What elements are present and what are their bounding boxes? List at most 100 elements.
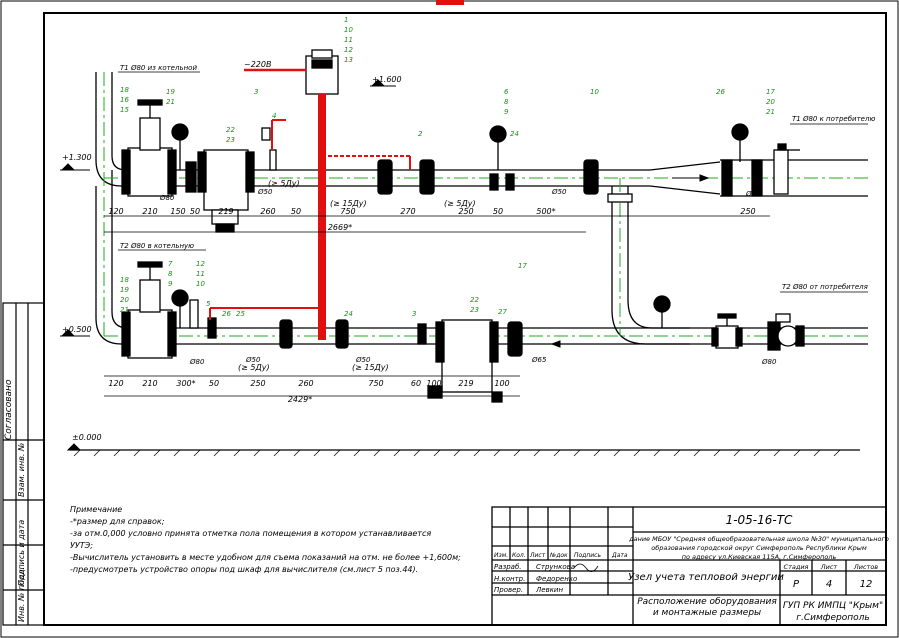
- dim-top-1: 120: [108, 207, 123, 216]
- callout-bottom-5: 7: [168, 260, 173, 268]
- callout-bottom-11: 5: [206, 300, 211, 308]
- callout-bottom-18: 23: [470, 306, 479, 314]
- note-bottom-2: (≥ 15Ду): [352, 363, 389, 372]
- stamp-code: 1-05-16-ТС: [726, 513, 793, 527]
- stamp-head-2: Кол.: [512, 552, 526, 559]
- callout-bottom-17: 22: [470, 296, 479, 304]
- dim-bottom-9: 100: [426, 379, 441, 388]
- callout-top-13: 3: [254, 88, 258, 96]
- dim-top-9: 270: [400, 207, 415, 216]
- callout-bottom-8: 12: [196, 260, 205, 268]
- dn-label-1: Ø80: [159, 194, 175, 202]
- callout-bottom-1: 18: [120, 276, 129, 284]
- stamp-role-3: Провер.: [494, 586, 523, 594]
- dim-top-12: 500*: [536, 207, 555, 216]
- elevation-lower: +0.500: [62, 325, 92, 334]
- callout-bottom-3: 20: [120, 296, 129, 304]
- dim-top-4: 50: [190, 207, 200, 216]
- lower-equipment: [121, 261, 805, 403]
- sheets-value: 12: [860, 579, 873, 590]
- callout-top-19: 10: [590, 88, 599, 96]
- callout-top-14: 4: [272, 112, 276, 120]
- stamp-name-3: Левкин: [535, 586, 563, 594]
- dim-top-7: 50: [291, 207, 301, 216]
- stamp-name-2: Федоренко: [536, 575, 577, 583]
- stage-label: Стадия: [784, 563, 809, 571]
- callout-top-7: 16: [120, 96, 129, 104]
- callout-bottom-2: 19: [120, 286, 129, 294]
- company-line-2: г.Симферополь: [796, 613, 869, 623]
- callout-top-6: 18: [120, 86, 129, 94]
- dim-bottom-4: 50: [209, 379, 219, 388]
- stage-value: Р: [793, 579, 800, 590]
- callout-bottom-16: 17: [518, 262, 527, 270]
- dim-top-5: 219: [218, 207, 233, 216]
- stamp-role-2: Н.контр.: [494, 575, 525, 583]
- elevation-floor: ±0.000: [72, 433, 102, 442]
- stamp-sheet-title-box: Расположение оборудования и монтажные ра…: [637, 597, 777, 618]
- callout-top-2: 10: [344, 26, 353, 34]
- callout-bottom-19: 27: [498, 308, 507, 316]
- stamp-head-6: Дата: [611, 552, 628, 559]
- pipe-label-t1-out: T1 Ø80 к потребителю: [792, 115, 875, 123]
- notes-line-2: -за отм.0,000 условно принята отметка по…: [70, 529, 431, 538]
- dim-top-11: 50: [493, 207, 503, 216]
- callout-bottom-12: 26: [222, 310, 231, 318]
- callout-top-23: 20: [766, 98, 775, 106]
- stamp-role-1: Разраб.: [494, 563, 522, 571]
- stamp-head-1: Изм.: [494, 552, 508, 559]
- side-label-signature: Подпись и дата: [17, 520, 26, 586]
- callout-top-4: 12: [344, 46, 353, 54]
- callout-bottom-6: 8: [168, 270, 173, 278]
- dim-bottom-6: 260: [298, 379, 313, 388]
- dim-top-13: 250: [740, 207, 755, 216]
- side-label-inventory: Инв. № подл.: [17, 567, 26, 622]
- notes-line-4: -Вычислитель установить в месте удобном …: [70, 553, 461, 562]
- note-top-2: (≥ 15Ду): [330, 199, 367, 208]
- dim-bottom-1: 120: [108, 379, 123, 388]
- dim-top-6: 260: [260, 207, 275, 216]
- pipe-label-t1-in: T1 Ø80 из котельной: [120, 64, 197, 72]
- calculator-unit: [305, 49, 339, 95]
- dim-top-8: 750: [340, 207, 355, 216]
- dimension-lines: [70, 215, 860, 451]
- stamp-head-3: Лист: [529, 552, 546, 559]
- callout-top-16: 6: [504, 88, 509, 96]
- callout-bottom-13: 25: [236, 310, 245, 318]
- dim-bottom-11: 100: [494, 379, 509, 388]
- pipe-leaders: [118, 71, 868, 293]
- stamp-title: Узел учета тепловой энергии: [628, 572, 784, 583]
- dn-label-4: Ø80: [745, 190, 761, 198]
- elevation-upper: +1.300: [62, 153, 92, 162]
- dim-top-3: 150: [170, 207, 185, 216]
- pipe-label-t2-out: T2 Ø80 от потребителя: [782, 283, 868, 291]
- dim-bottom-8: 60: [411, 379, 421, 388]
- callout-top-24: 21: [766, 108, 775, 116]
- callout-top-21: 26: [716, 88, 725, 96]
- upper-equipment: [121, 99, 800, 233]
- stamp-name-1: Стрункова: [536, 563, 575, 571]
- notes-line-5: -предусмотреть устройство опоры под шкаф…: [70, 565, 418, 574]
- dim-top-10: 250: [458, 207, 473, 216]
- floor-hatch: [73, 449, 841, 457]
- callout-top-15: 2: [418, 130, 423, 138]
- dn-label-6: Ø50: [245, 356, 261, 364]
- notes-title: Примечание: [70, 505, 122, 514]
- elevation-top: +1.600: [372, 75, 402, 84]
- stamp-head-4: №док: [549, 552, 568, 559]
- callout-top-5: 13: [344, 56, 353, 64]
- callout-top-9: 19: [166, 88, 175, 96]
- dn-label-5: Ø80: [189, 358, 205, 366]
- stamp-sheet-title: Расположение оборудования и монтажные ра…: [637, 597, 777, 618]
- sheets-label: Листов: [853, 563, 878, 571]
- dim-bottom-total: 2429*: [288, 395, 312, 404]
- callout-bottom-7: 9: [168, 280, 173, 288]
- elevation-markers: [60, 79, 396, 451]
- dn-label-9: Ø80: [761, 358, 777, 366]
- note-top-1: (≥ 5Ду): [268, 179, 300, 188]
- signature-mark: [573, 563, 599, 572]
- callout-top-12: 23: [226, 136, 235, 144]
- callout-bottom-9: 11: [196, 270, 205, 278]
- dn-label-2: Ø50: [257, 188, 273, 196]
- signal-wiring: [209, 68, 411, 340]
